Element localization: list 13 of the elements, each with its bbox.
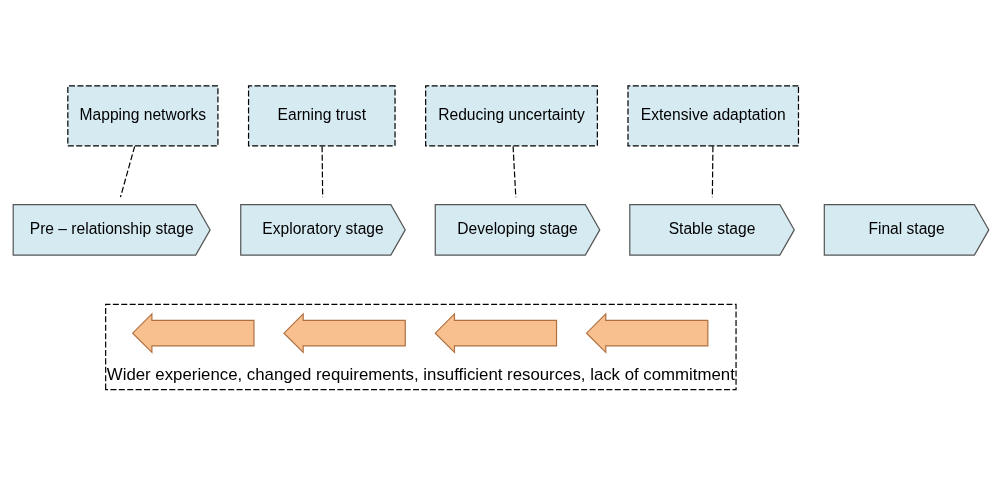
connector xyxy=(711,145,714,198)
node-arrow xyxy=(283,312,406,354)
connector xyxy=(512,145,517,198)
node-arrow xyxy=(131,312,255,354)
node-arrow xyxy=(585,312,709,354)
connector xyxy=(119,145,136,198)
node-arrow xyxy=(434,312,558,354)
node-box: Mapping networks xyxy=(67,84,219,146)
node-box: Earning trust xyxy=(247,84,396,146)
connector xyxy=(321,145,324,198)
node-box: Reducing uncertainty xyxy=(425,84,598,146)
cluster: Wider experience, changed requirements, insufficient resources, lack of commitment xyxy=(105,303,737,390)
node-box: Extensive adaptation xyxy=(627,84,800,146)
